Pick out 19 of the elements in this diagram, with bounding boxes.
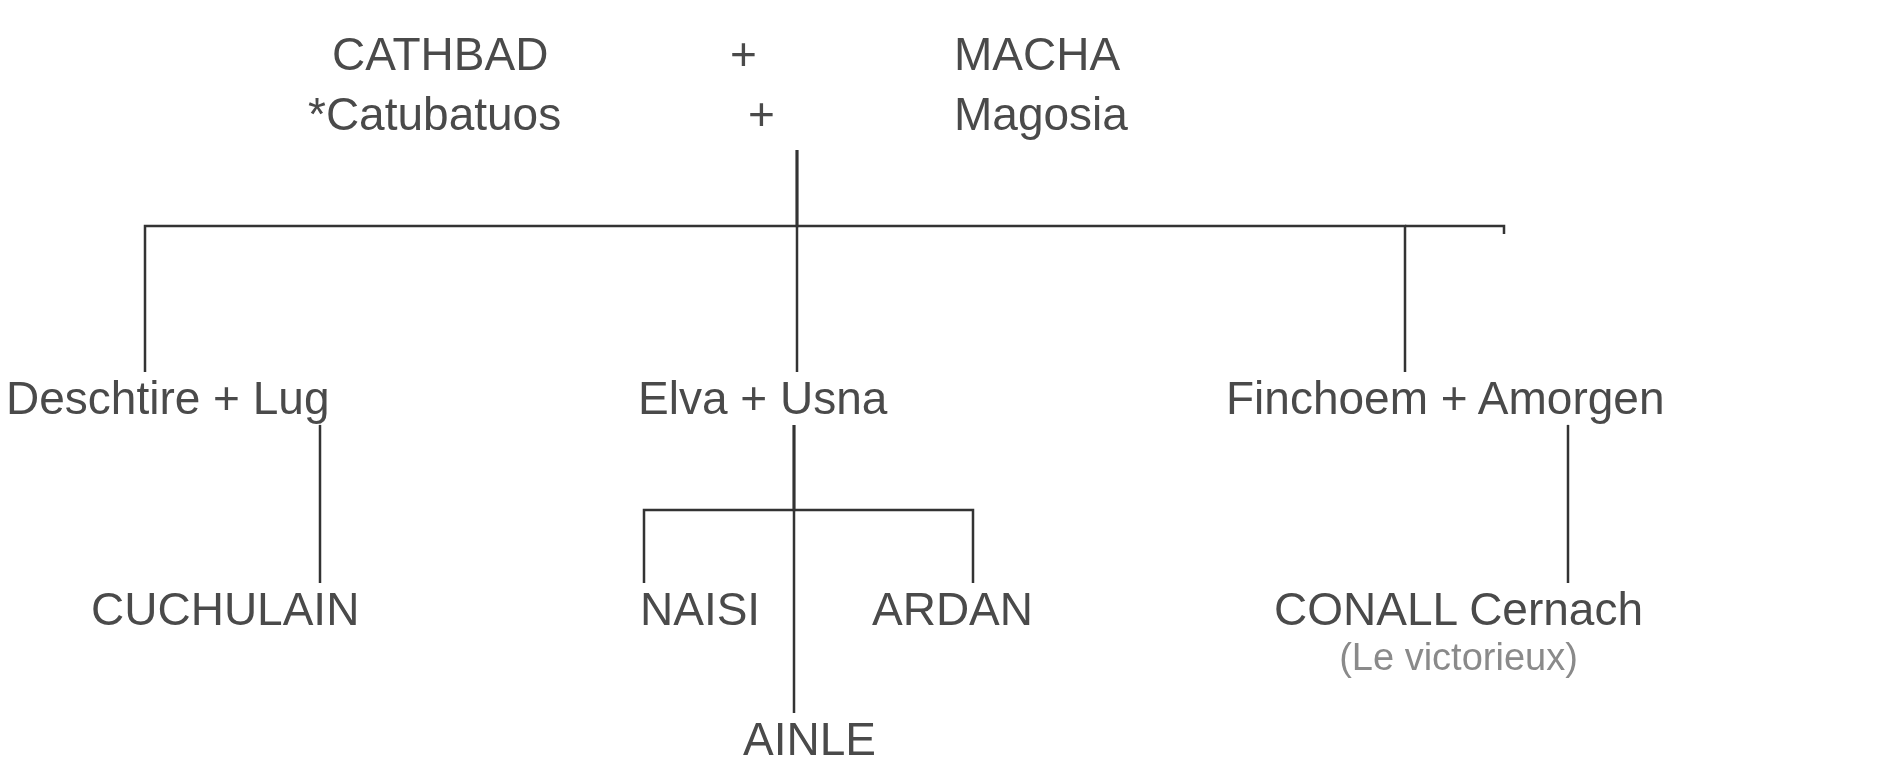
person-name: Magosia <box>954 88 1128 141</box>
connector-line <box>795 150 1407 372</box>
connector-line <box>318 424 322 583</box>
person-name: AINLE <box>743 713 876 766</box>
plus-sign: + <box>730 28 757 81</box>
person-name: MACHA <box>954 28 1121 81</box>
connector-line <box>1566 424 1570 583</box>
plus-sign: + <box>748 88 775 141</box>
epithet-text: (Le victorieux) <box>1338 635 1579 680</box>
person-name: CUCHULAIN <box>91 583 360 636</box>
connector-line <box>792 424 796 713</box>
couple-names: Finchoem + Amorgen <box>1226 372 1665 425</box>
person-name: NAISI <box>640 583 761 636</box>
couple-names: Elva + Usna <box>638 372 888 425</box>
couple-names: Deschtire + Lug <box>6 372 330 425</box>
person-name: ARDAN <box>872 583 1034 636</box>
person-name: CONALL Cernach <box>1274 583 1643 636</box>
person-name: *Catubatuos <box>308 88 562 141</box>
person-name: CATHBAD <box>332 28 549 81</box>
